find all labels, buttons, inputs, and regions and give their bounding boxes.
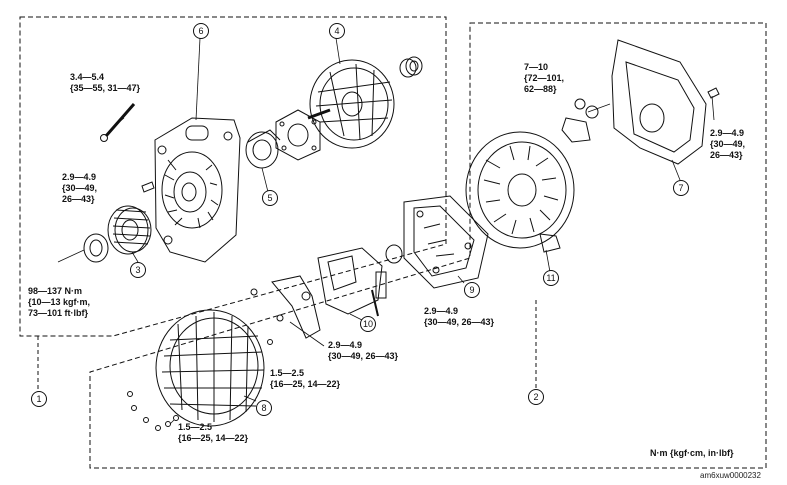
callout-9: 9 — [464, 282, 480, 298]
callout-10: 10 — [360, 316, 376, 332]
diode-screws — [250, 288, 284, 345]
callout-1: 1 — [31, 391, 47, 407]
group-1-boundary — [19, 16, 447, 337]
terminal-nut — [561, 98, 599, 143]
callout-5: 5 — [262, 190, 278, 206]
callout-8: 8 — [256, 400, 272, 416]
torque-terminal-nut: 7—10{72—101,62—88} — [524, 62, 565, 94]
callout-6: 6 — [193, 23, 209, 39]
callout-11: 11 — [543, 270, 559, 286]
front-bearing — [245, 129, 281, 169]
rectifier-bracket — [271, 275, 321, 339]
rear-bearing — [399, 56, 423, 78]
units-note: N·m {kgf·cm, in·lbf} — [650, 448, 734, 458]
gasket — [385, 244, 403, 264]
rear-housing — [465, 131, 575, 253]
figure-code: am6xuw0000232 — [700, 471, 761, 480]
torque-stator-screws: 1.5—2.5{16—25, 14—22} — [178, 422, 249, 443]
callout-3: 3 — [130, 262, 146, 278]
callout-2: 2 — [528, 389, 544, 405]
torque-rectifier: 2.9—4.9{30—49, 26—43} — [424, 306, 495, 327]
torque-regulator-bolt: 2.9—4.9{30—49, 26—43} — [328, 340, 399, 361]
torque-through-bolt: 3.4—5.4{35—55, 31—47} — [70, 72, 141, 93]
group-2-boundary — [89, 22, 767, 469]
pulley-nut — [83, 233, 109, 263]
small-screw-front — [141, 181, 155, 193]
rectifier — [403, 195, 489, 289]
callout-4: 4 — [329, 23, 345, 39]
rotor — [307, 59, 395, 149]
torque-diode-screw: 1.5—2.5{16—25, 14—22} — [270, 368, 341, 389]
stator-screws — [127, 391, 179, 431]
pulley — [107, 205, 152, 255]
torque-pulley-nut: 98—137 N·m{10—13 kgf·m,73—101 ft·lbf} — [28, 286, 91, 318]
callout-7: 7 — [673, 180, 689, 196]
stator — [155, 309, 265, 427]
torque-cover-screw: 2.9—4.9{30—49,26—43} — [710, 128, 746, 160]
front-housing — [154, 117, 241, 263]
regulator — [317, 247, 387, 317]
rear-cover — [611, 39, 707, 165]
cover-screw — [707, 87, 720, 99]
torque-small-screw-front: 2.9—4.9{30—49,26—43} — [62, 172, 98, 204]
through-bolt — [100, 103, 136, 142]
